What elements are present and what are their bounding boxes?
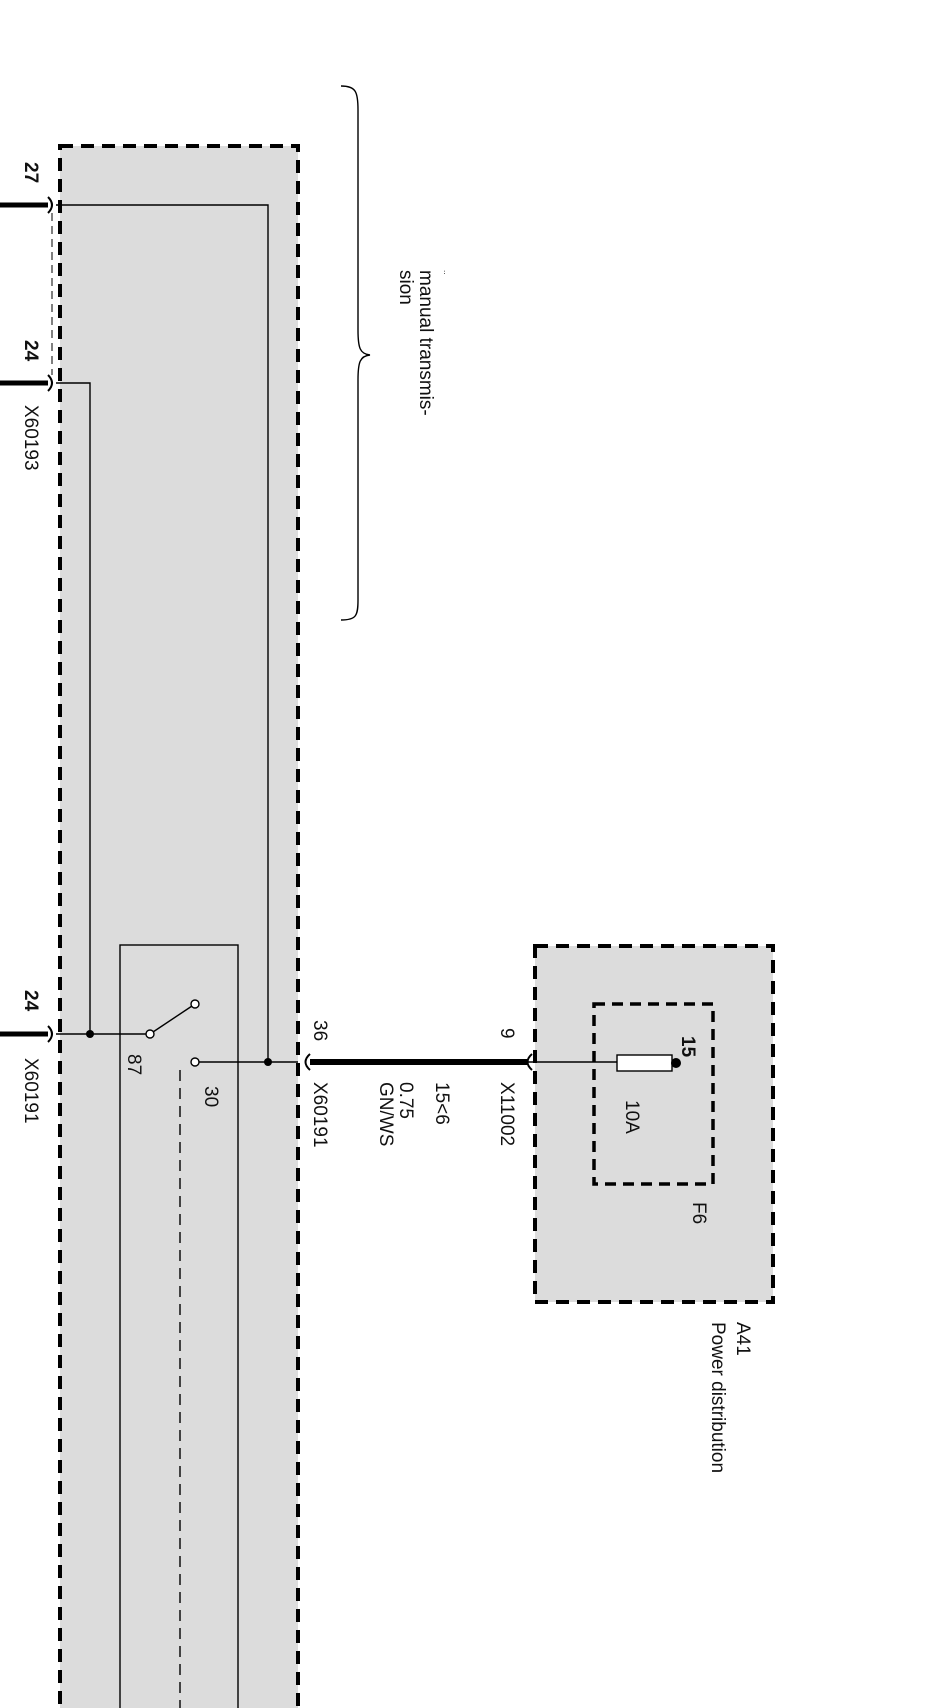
connector-hook-27 — [47, 196, 53, 214]
annotation-note-mark: .. — [442, 270, 451, 274]
module-id-a41: A41 — [732, 1322, 753, 1356]
wire-circuit: 15<6 — [431, 1082, 452, 1125]
fuse-symbol — [616, 1054, 673, 1072]
power-distribution-box — [533, 944, 775, 1304]
junction-dot-30 — [264, 1058, 272, 1066]
relay-contact-30 — [190, 1057, 200, 1067]
relay-switch-pivot — [190, 999, 200, 1009]
module-name-label: Power distribution — [707, 1322, 728, 1473]
connector-hook-24b — [47, 1025, 53, 1043]
pin-label-9: 9 — [496, 1028, 517, 1039]
junction-dot-87 — [86, 1030, 94, 1038]
relay-contact-87 — [145, 1029, 155, 1039]
fuse-id-label: F6 — [688, 1202, 709, 1224]
transmission-brace — [340, 85, 371, 621]
connector-label-x60191-left: X60191 — [20, 1058, 41, 1124]
connector-label-x60193: X60193 — [20, 405, 41, 471]
connector-hook-36 — [304, 1053, 311, 1071]
fuse-terminal-dot — [671, 1058, 681, 1068]
pin-label-27: 27 — [20, 162, 41, 183]
connector-label-x60191-right: X60191 — [309, 1082, 330, 1148]
internal-wire-27 — [56, 204, 269, 1062]
pin-label-24-bottom: 24 — [20, 990, 41, 1012]
annotation-text-line1: manual transmis- — [415, 270, 436, 416]
fuse-box-f6 — [592, 1002, 715, 1186]
annotation-text-line2: sion — [395, 270, 416, 305]
relay-module-box — [58, 144, 300, 1708]
pin-label-36: 36 — [309, 1020, 330, 1041]
fuse-terminal-label: 15 — [677, 1036, 698, 1058]
relay-switch-arm — [152, 1005, 193, 1033]
wire-gauge: 0.75 — [395, 1082, 416, 1119]
pin-label-30: 30 — [200, 1086, 221, 1107]
connector-label-x11002: X11002 — [496, 1082, 517, 1146]
connector-hook-24a — [47, 374, 53, 392]
connector-hook-9 — [526, 1053, 533, 1071]
pin-label-24-top: 24 — [20, 340, 41, 362]
wire-color-code: GN/WS — [375, 1082, 396, 1146]
internal-wire-24top — [56, 382, 91, 1034]
relay-housing — [119, 944, 239, 1708]
pin-label-87: 87 — [123, 1054, 144, 1075]
fuse-rating-label: 10A — [621, 1100, 642, 1134]
